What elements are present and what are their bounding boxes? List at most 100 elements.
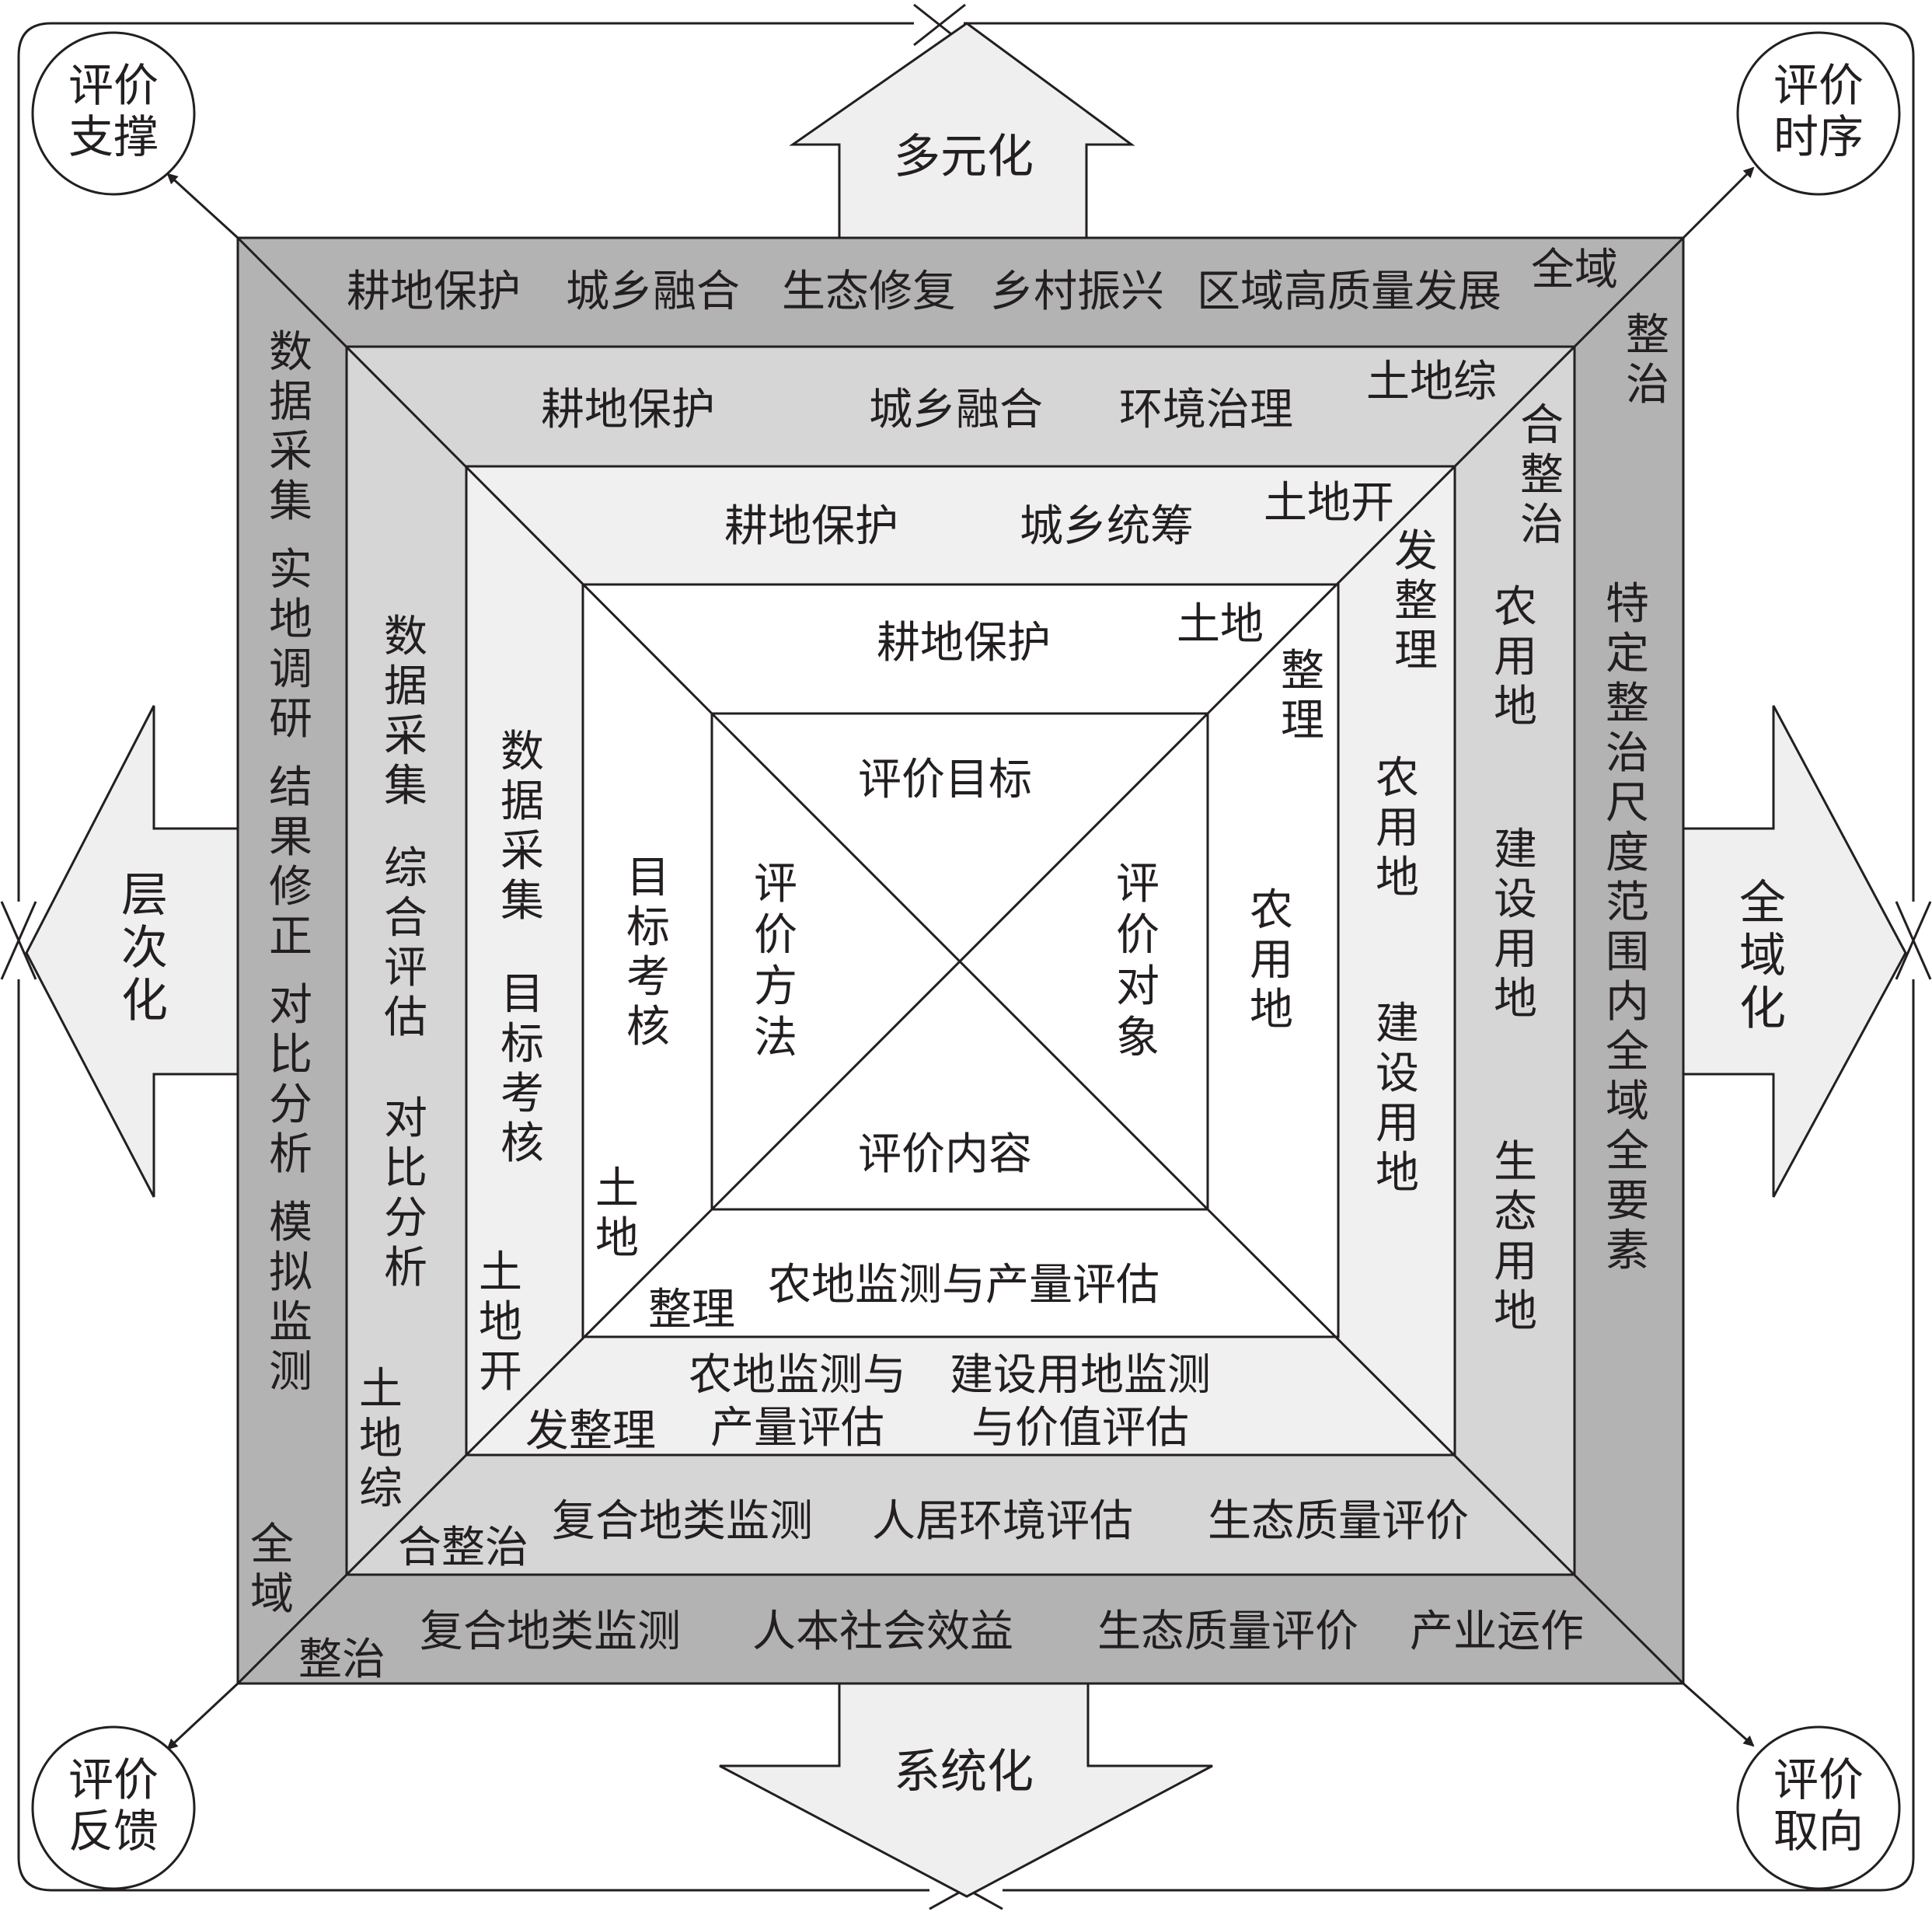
r1-left-char: 修	[269, 862, 312, 912]
r2-right-char: 态	[1494, 1187, 1537, 1237]
r3-left-char: 据	[500, 776, 544, 827]
r1-left-char: 分	[269, 1080, 312, 1130]
r4-left-char: 考	[626, 952, 670, 1003]
outer-loop-line	[17, 22, 1915, 1892]
arrow-bottom	[719, 1682, 1213, 1898]
r4-left-char: 标	[626, 902, 670, 953]
arrow-right-char: 化	[1739, 982, 1786, 1036]
ring2-label-char: 综	[359, 1464, 403, 1514]
diagonal-tl	[236, 236, 713, 715]
circle-evaluation-support: 评价 支撑	[31, 31, 196, 196]
r4-left-char: 目	[626, 853, 670, 903]
ring3-label-char: 整	[1394, 576, 1438, 626]
r1-right-char: 围	[1606, 927, 1649, 978]
ring1-top-item: 耕地保护	[347, 267, 521, 317]
ring1-bottom-items: 复合地类监测 人本社会效益 生态质量评价 产业运作	[420, 1607, 1584, 1657]
ring2-bottom-item: 复合地类监测	[552, 1496, 813, 1547]
ring4-label-char: 地	[595, 1213, 639, 1264]
r1-left-char: 测	[269, 1347, 312, 1397]
arrow-left-char: 层	[121, 868, 168, 923]
r4-left-char: 核	[626, 1002, 670, 1052]
r2-right-char: 用	[1494, 1237, 1537, 1287]
core-left-char: 法	[754, 1013, 797, 1063]
core-right-char: 价	[1116, 910, 1160, 961]
ring1-label-char: 整	[1626, 310, 1669, 361]
arrow-right-label: 全 域 化	[1739, 876, 1786, 1036]
ring4-bottom-item: 农地监测与产量评估	[768, 1260, 1160, 1310]
r1-left-char: 据	[269, 377, 312, 427]
r2-left-char: 对	[384, 1094, 427, 1144]
r1-left-char: 结	[269, 762, 312, 813]
r4-right-char: 用	[1250, 935, 1293, 986]
r3-right-char: 用	[1376, 803, 1419, 853]
r2-left-char: 综	[384, 843, 427, 894]
ring3-top-item: 耕地保护	[724, 501, 898, 552]
ring1-label-bottom: 整治	[298, 1635, 385, 1685]
circle-br-line1: 评价	[1773, 1753, 1864, 1806]
circle-bl-line1: 评价	[68, 1753, 159, 1806]
r2-left-char: 估	[384, 993, 427, 1043]
r1-right-char: 全	[1606, 1126, 1649, 1177]
r1-right-char: 整	[1606, 679, 1649, 729]
r1-left-char: 实	[269, 545, 312, 595]
ring1-bottom-item: 人本社会效益	[752, 1607, 1013, 1657]
r3-right-char: 地	[1376, 1148, 1419, 1198]
ring1-label-char: 全	[250, 1519, 294, 1570]
arrow-left-label: 层 次 化	[121, 868, 168, 1028]
ring4-label-right: 整 理	[1281, 646, 1324, 746]
ring4-label-bottom: 整理	[648, 1285, 735, 1335]
r1-right-char: 特	[1606, 579, 1649, 630]
ring3-label-left: 土 地 开	[479, 1247, 522, 1397]
r2-left-char: 合	[384, 893, 427, 944]
r1-left-char: 模	[269, 1198, 312, 1248]
ring2-label-char: 整	[1520, 450, 1564, 501]
corner-arrow-tl	[166, 173, 239, 239]
r3-left-char: 目	[500, 969, 544, 1020]
ring3-label-bottom: 发整理	[525, 1406, 656, 1457]
core-diagonal-2	[710, 712, 1209, 1211]
r1-left-char: 析	[269, 1129, 312, 1180]
ring2-label-right: 合 整 治	[1520, 400, 1564, 550]
r1-left-char: 调	[269, 644, 312, 695]
r3-left-char: 数	[500, 727, 544, 777]
r2-left-char: 析	[384, 1243, 427, 1293]
r1-right-char: 范	[1606, 877, 1649, 928]
arrow-right	[1682, 705, 1907, 1198]
r2-left-char: 分	[384, 1193, 427, 1244]
circle-tr-line2: 时序	[1773, 110, 1864, 163]
ring1-label-char: 域	[250, 1569, 294, 1620]
ring3-bottom-item: 产量评估	[710, 1403, 884, 1453]
diagonal-br	[1206, 1208, 1685, 1685]
ring2-label-char: 治	[1520, 500, 1564, 550]
diagonal-bl	[236, 1208, 713, 1685]
r3-right-char: 用	[1376, 1098, 1419, 1149]
r1-right-char: 素	[1606, 1226, 1649, 1276]
ring3-bottom-item: 建设用地监测	[950, 1350, 1211, 1401]
r2-left-char: 评	[384, 943, 427, 993]
core-left-char: 方	[754, 961, 797, 1012]
circle-tl-line1: 评价	[68, 59, 159, 112]
ring2-bottom-items: 复合地类监测 人居环境评估 生态质量评价	[552, 1496, 1469, 1547]
r2-left-char: 比	[384, 1143, 427, 1194]
ring3-label-char: 地	[479, 1297, 522, 1348]
ring2-label-bottom: 合整治	[398, 1523, 528, 1573]
r3-right-char: 建	[1376, 999, 1419, 1049]
ring1-top-items: 耕地保护 城乡融合 生态修复 乡村振兴 区域高质量发展	[347, 267, 1501, 317]
r2-right-char: 农	[1494, 582, 1537, 633]
r3-right-char: 农	[1376, 753, 1419, 804]
arrow-left-char: 次	[121, 921, 168, 975]
loop-break-left	[0, 901, 37, 980]
r1-left-char: 采	[269, 427, 312, 477]
r1-left-char: 对	[269, 980, 312, 1031]
ring3-bottom-item: 与价值评估	[971, 1403, 1189, 1453]
r1-left-char: 集	[269, 476, 312, 527]
r4-right-char: 地	[1250, 985, 1293, 1035]
r2-right-char: 建	[1494, 825, 1537, 875]
r2-right-char: 地	[1494, 974, 1537, 1024]
